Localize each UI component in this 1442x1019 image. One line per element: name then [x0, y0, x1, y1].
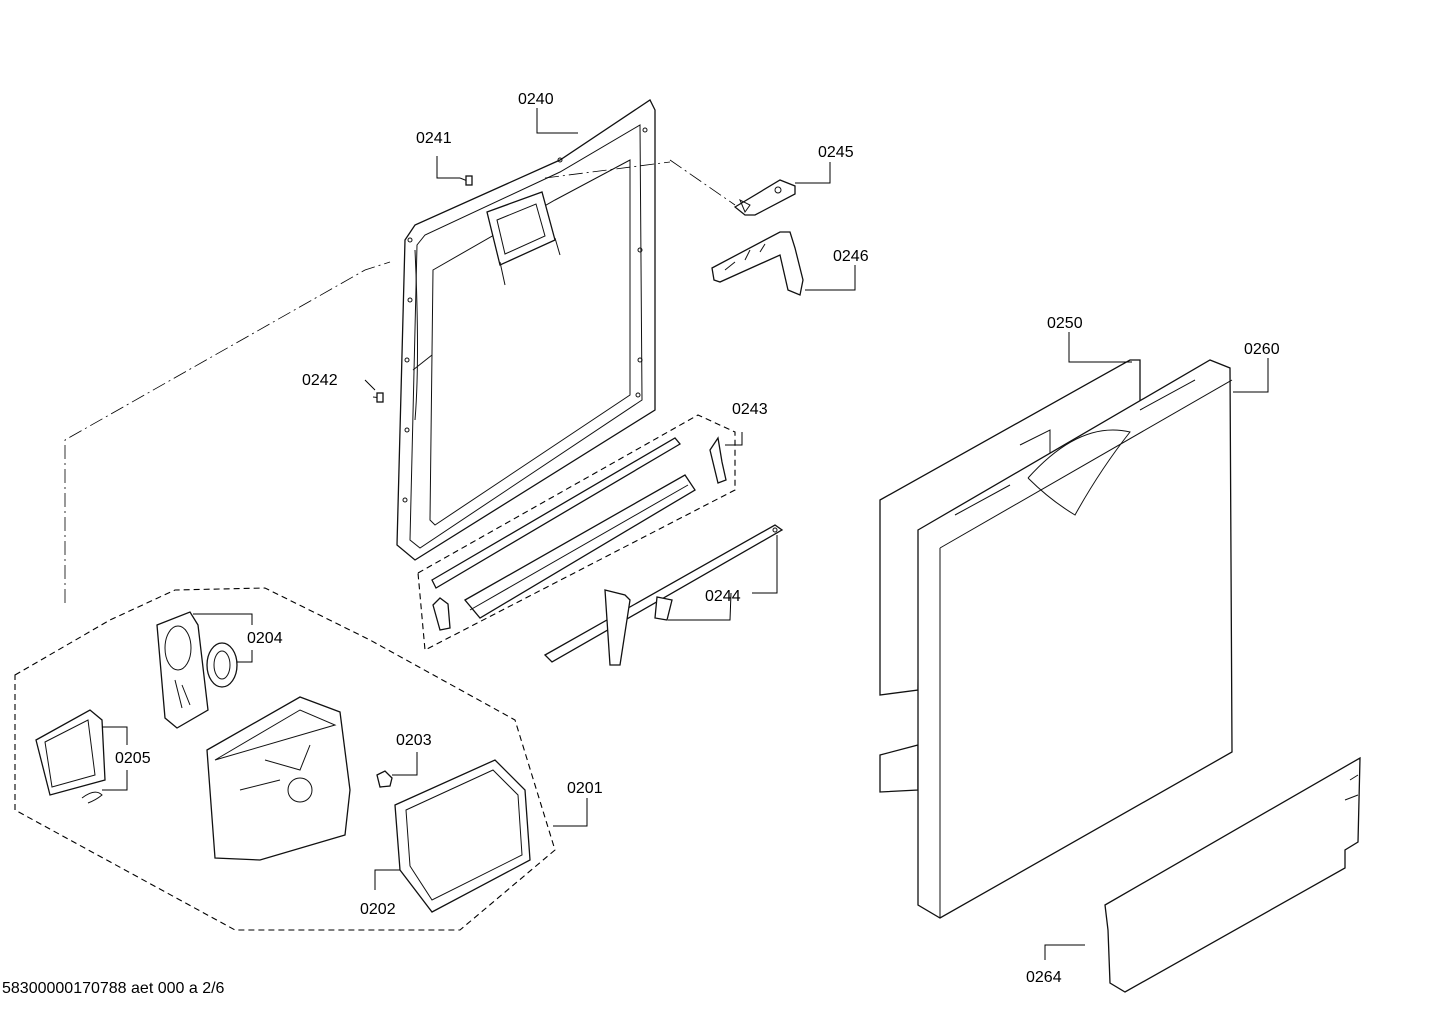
clip-0203 [376, 770, 393, 788]
assembly-line [64, 261, 391, 603]
door-gasket-0243 [431, 436, 727, 631]
kickplate-0264 [1104, 756, 1361, 993]
label-0243: 0243 [732, 401, 768, 418]
label-0241: 0241 [416, 130, 452, 147]
label-0240: 0240 [518, 91, 554, 108]
plate-0205 [35, 709, 106, 804]
label-0260: 0260 [1244, 341, 1280, 358]
screw-0241 [459, 175, 473, 186]
label-0264: 0264 [1026, 969, 1062, 986]
control-group-box-0201 [14, 587, 556, 931]
label-0245: 0245 [818, 144, 854, 161]
frame-0202 [394, 759, 531, 913]
leader-lines [102, 108, 1269, 960]
screw-0242 [372, 392, 384, 403]
part-labels: 0240 0241 0242 0243 0244 0245 0246 0250 … [115, 91, 1280, 986]
inner-door-panel-0240 [396, 99, 656, 561]
rail-0244 [543, 524, 784, 666]
label-0242: 0242 [302, 372, 338, 389]
front-panel-0260 [917, 359, 1233, 919]
hinge-part-0245 [733, 179, 796, 216]
control-module [206, 696, 351, 861]
gasket-group-box-0243 [417, 414, 736, 651]
label-0246: 0246 [833, 248, 869, 265]
handle-frame-0204 [156, 611, 238, 729]
label-0244: 0244 [705, 588, 741, 605]
label-0203: 0203 [396, 732, 432, 749]
label-0201: 0201 [567, 780, 603, 797]
label-0204: 0204 [247, 630, 283, 647]
label-0202: 0202 [360, 901, 396, 918]
bracket-0246 [711, 231, 804, 296]
label-0205: 0205 [115, 750, 151, 767]
label-0250: 0250 [1047, 315, 1083, 332]
drawing-number-footer: 58300000170788 aet 000 a 2/6 [2, 980, 225, 997]
